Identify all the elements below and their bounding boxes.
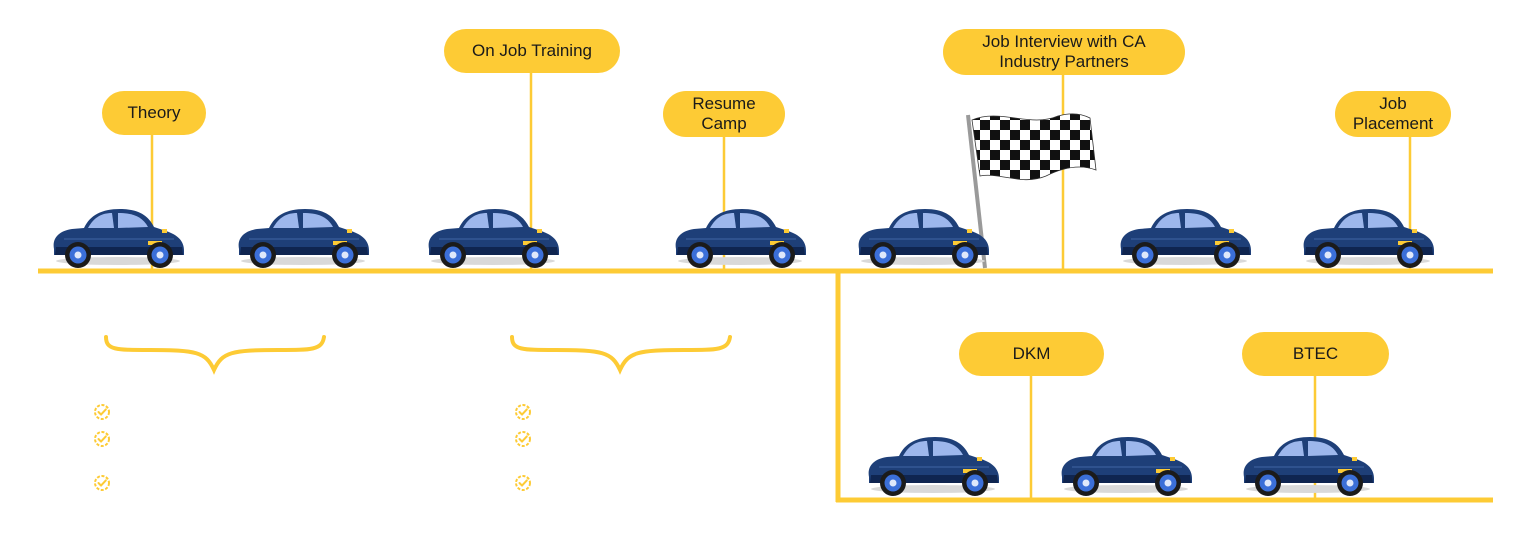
check-badge-icon	[94, 404, 110, 420]
milestone-job-placement: Job Placement	[1335, 91, 1451, 137]
milestone-label: BTEC	[1292, 344, 1339, 363]
car-icon	[1242, 435, 1376, 498]
check-badge-icon	[515, 475, 531, 491]
car-icon	[674, 207, 808, 270]
curly-brace	[510, 335, 732, 375]
car-icon	[1302, 207, 1436, 270]
milestone-label: On Job Training	[471, 41, 592, 60]
milestone-label: Job Placement	[1352, 94, 1434, 133]
car-icon	[867, 435, 1001, 498]
milestone-btec: BTEC	[1242, 332, 1389, 376]
milestone-resume-camp: Resume Camp	[663, 91, 785, 137]
milestone-label: Theory	[127, 103, 181, 122]
check-badge-icon	[94, 475, 110, 491]
milestone-label: DKM	[1012, 344, 1051, 363]
check-badge-icon	[515, 404, 531, 420]
milestone-connectors	[150, 73, 1412, 500]
milestone-job-interview: Job Interview with CA Industry Partners	[943, 29, 1185, 75]
milestone-label: Job Interview with CA Industry Partners	[982, 32, 1146, 71]
curly-brace	[104, 335, 326, 375]
track-lines	[38, 268, 1493, 503]
milestone-theory: Theory	[102, 91, 206, 135]
milestone-on-job-training: On Job Training	[444, 29, 620, 73]
check-badge-icon	[94, 431, 110, 447]
car-icon	[857, 207, 991, 270]
car-icon	[1119, 207, 1253, 270]
milestone-label: Resume Camp	[692, 94, 756, 133]
car-icon	[427, 207, 561, 270]
car-icon	[1060, 435, 1194, 498]
car-icon	[237, 207, 371, 270]
milestone-dkm: DKM	[959, 332, 1104, 376]
car-icon	[52, 207, 186, 270]
check-badge-icon	[515, 431, 531, 447]
